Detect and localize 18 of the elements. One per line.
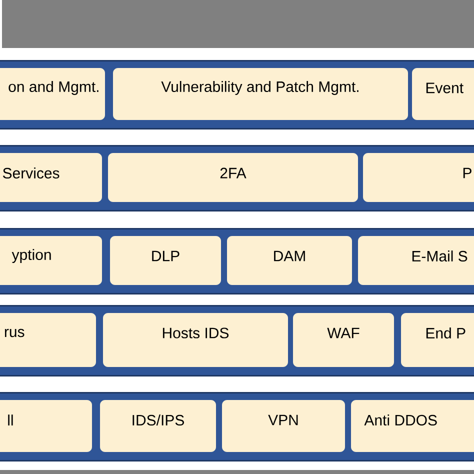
label-box: IDS/IPS xyxy=(100,400,216,452)
label-box: Services xyxy=(0,153,102,202)
label-box: yption xyxy=(0,236,102,285)
label-box: DLP xyxy=(110,236,221,285)
label-box: DAM xyxy=(227,236,352,285)
label-box: End P xyxy=(401,313,474,367)
label-box: WAF xyxy=(293,313,394,367)
label-box: ll xyxy=(0,400,92,452)
label-box: Event xyxy=(412,68,474,120)
label-box: Anti DDOS xyxy=(351,400,474,452)
label-box: Hosts IDS xyxy=(103,313,288,367)
label-box: on and Mgmt. xyxy=(0,68,105,120)
label-box: E-Mail S xyxy=(358,236,474,285)
label-box: rus xyxy=(0,313,96,367)
label-box: 2FA xyxy=(108,153,358,202)
label-box: Vulnerability and Patch Mgmt. xyxy=(113,68,408,120)
label-box: P xyxy=(363,153,474,202)
label-box: VPN xyxy=(222,400,345,452)
